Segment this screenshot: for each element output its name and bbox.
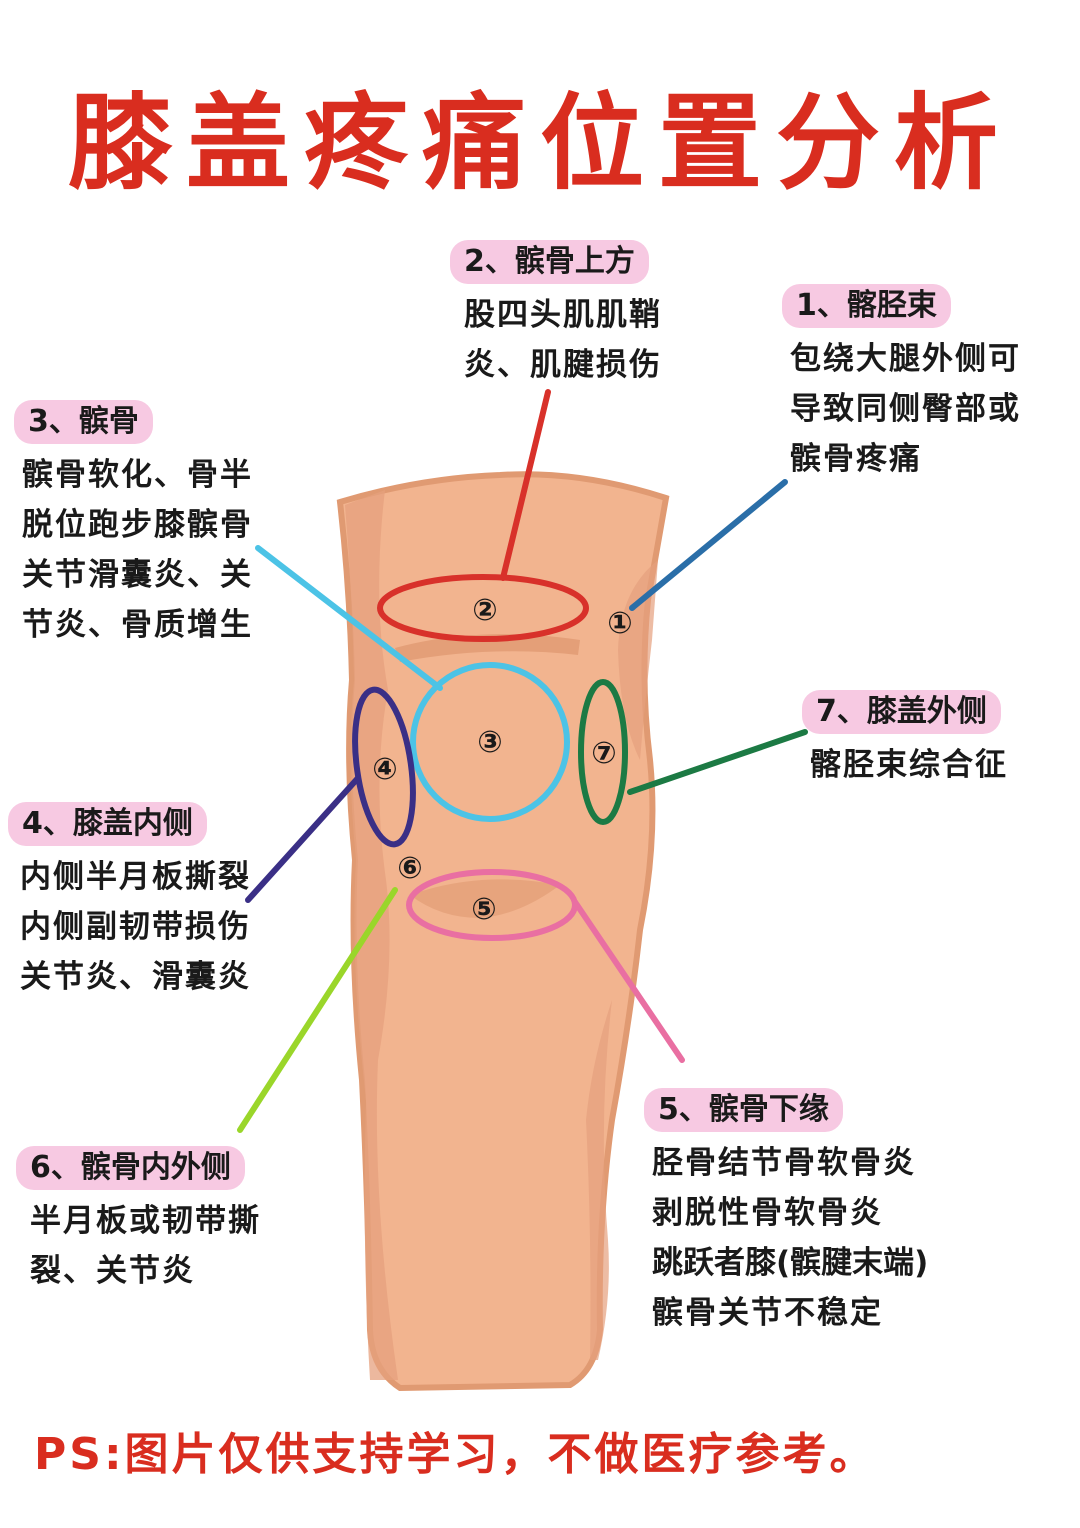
region-1-line-2: 导致同侧臀部或 — [790, 384, 1021, 434]
region-6-line-1: 半月板或韧带撕 — [30, 1196, 261, 1246]
region-7-label: 7、膝盖外侧 — [802, 690, 1001, 734]
region-4-line-2: 内侧副韧带损伤 — [20, 902, 251, 952]
region-1-label: 1、髂胫束 — [782, 284, 951, 328]
marker-2: ② — [472, 593, 497, 628]
region-1-line-3: 髌骨疼痛 — [790, 434, 1021, 484]
region-6-label: 6、髌骨内外侧 — [16, 1146, 245, 1190]
marker-3: ③ — [477, 725, 502, 760]
region-7-desc: 髂胫束综合征 — [810, 740, 1008, 790]
region-3-line-1: 髌骨软化、骨半 — [22, 450, 253, 500]
region-7-block: 7、膝盖外侧 髂胫束综合征 — [802, 690, 1008, 790]
region-3-block: 3、髌骨 髌骨软化、骨半 脱位跑步膝髌骨 关节滑囊炎、关 节炎、骨质增生 — [14, 400, 253, 650]
region-5-line-3: 跳跃者膝(髌腱末端) — [652, 1238, 928, 1288]
region-4-block: 4、膝盖内侧 内侧半月板撕裂 内侧副韧带损伤 关节炎、滑囊炎 — [8, 802, 251, 1002]
region-6-block: 6、髌骨内外侧 半月板或韧带撕 裂、关节炎 — [16, 1146, 261, 1296]
region-3-desc: 髌骨软化、骨半 脱位跑步膝髌骨 关节滑囊炎、关 节炎、骨质增生 — [22, 450, 253, 650]
leader-line-4 — [248, 778, 358, 900]
region-5-line-2: 剥脱性骨软骨炎 — [652, 1188, 928, 1238]
region-6-line-2: 裂、关节炎 — [30, 1246, 261, 1296]
region-1-desc: 包绕大腿外侧可 导致同侧臀部或 髌骨疼痛 — [790, 334, 1021, 484]
region-2-desc: 股四头肌肌鞘 炎、肌腱损伤 — [464, 290, 662, 390]
region-4-line-1: 内侧半月板撕裂 — [20, 852, 251, 902]
region-5-label: 5、髌骨下缘 — [644, 1088, 843, 1132]
region-7-line-1: 髂胫束综合征 — [810, 740, 1008, 790]
region-3-line-3: 关节滑囊炎、关 — [22, 550, 253, 600]
marker-6: ⑥ — [397, 851, 422, 886]
marker-1: ① — [607, 606, 632, 641]
region-3-line-4: 节炎、骨质增生 — [22, 600, 253, 650]
disclaimer-footer: PS:图片仅供支持学习，不做医疗参考。 — [34, 1418, 877, 1482]
region-2-line-1: 股四头肌肌鞘 — [464, 290, 662, 340]
region-2-block: 2、髌骨上方 股四头肌肌鞘 炎、肌腱损伤 — [450, 240, 662, 390]
region-4-desc: 内侧半月板撕裂 内侧副韧带损伤 关节炎、滑囊炎 — [20, 852, 251, 1002]
marker-5: ⑤ — [471, 892, 496, 927]
region-1-line-1: 包绕大腿外侧可 — [790, 334, 1021, 384]
region-2-label: 2、髌骨上方 — [450, 240, 649, 284]
region-4-label: 4、膝盖内侧 — [8, 802, 207, 846]
region-5-line-1: 胫骨结节骨软骨炎 — [652, 1138, 928, 1188]
region-3-label: 3、髌骨 — [14, 400, 153, 444]
leader-line-7 — [630, 732, 805, 792]
region-1-block: 1、髂胫束 包绕大腿外侧可 导致同侧臀部或 髌骨疼痛 — [782, 284, 1021, 484]
marker-7: ⑦ — [591, 736, 616, 771]
region-3-line-2: 脱位跑步膝髌骨 — [22, 500, 253, 550]
region-5-line-4: 髌骨关节不稳定 — [652, 1288, 928, 1338]
region-5-block: 5、髌骨下缘 胫骨结节骨软骨炎 剥脱性骨软骨炎 跳跃者膝(髌腱末端) 髌骨关节不… — [644, 1088, 928, 1338]
region-5-desc: 胫骨结节骨软骨炎 剥脱性骨软骨炎 跳跃者膝(髌腱末端) 髌骨关节不稳定 — [652, 1138, 928, 1338]
region-2-line-2: 炎、肌腱损伤 — [464, 340, 662, 390]
marker-4: ④ — [372, 752, 397, 787]
region-6-desc: 半月板或韧带撕 裂、关节炎 — [30, 1196, 261, 1296]
region-4-line-3: 关节炎、滑囊炎 — [20, 952, 251, 1002]
